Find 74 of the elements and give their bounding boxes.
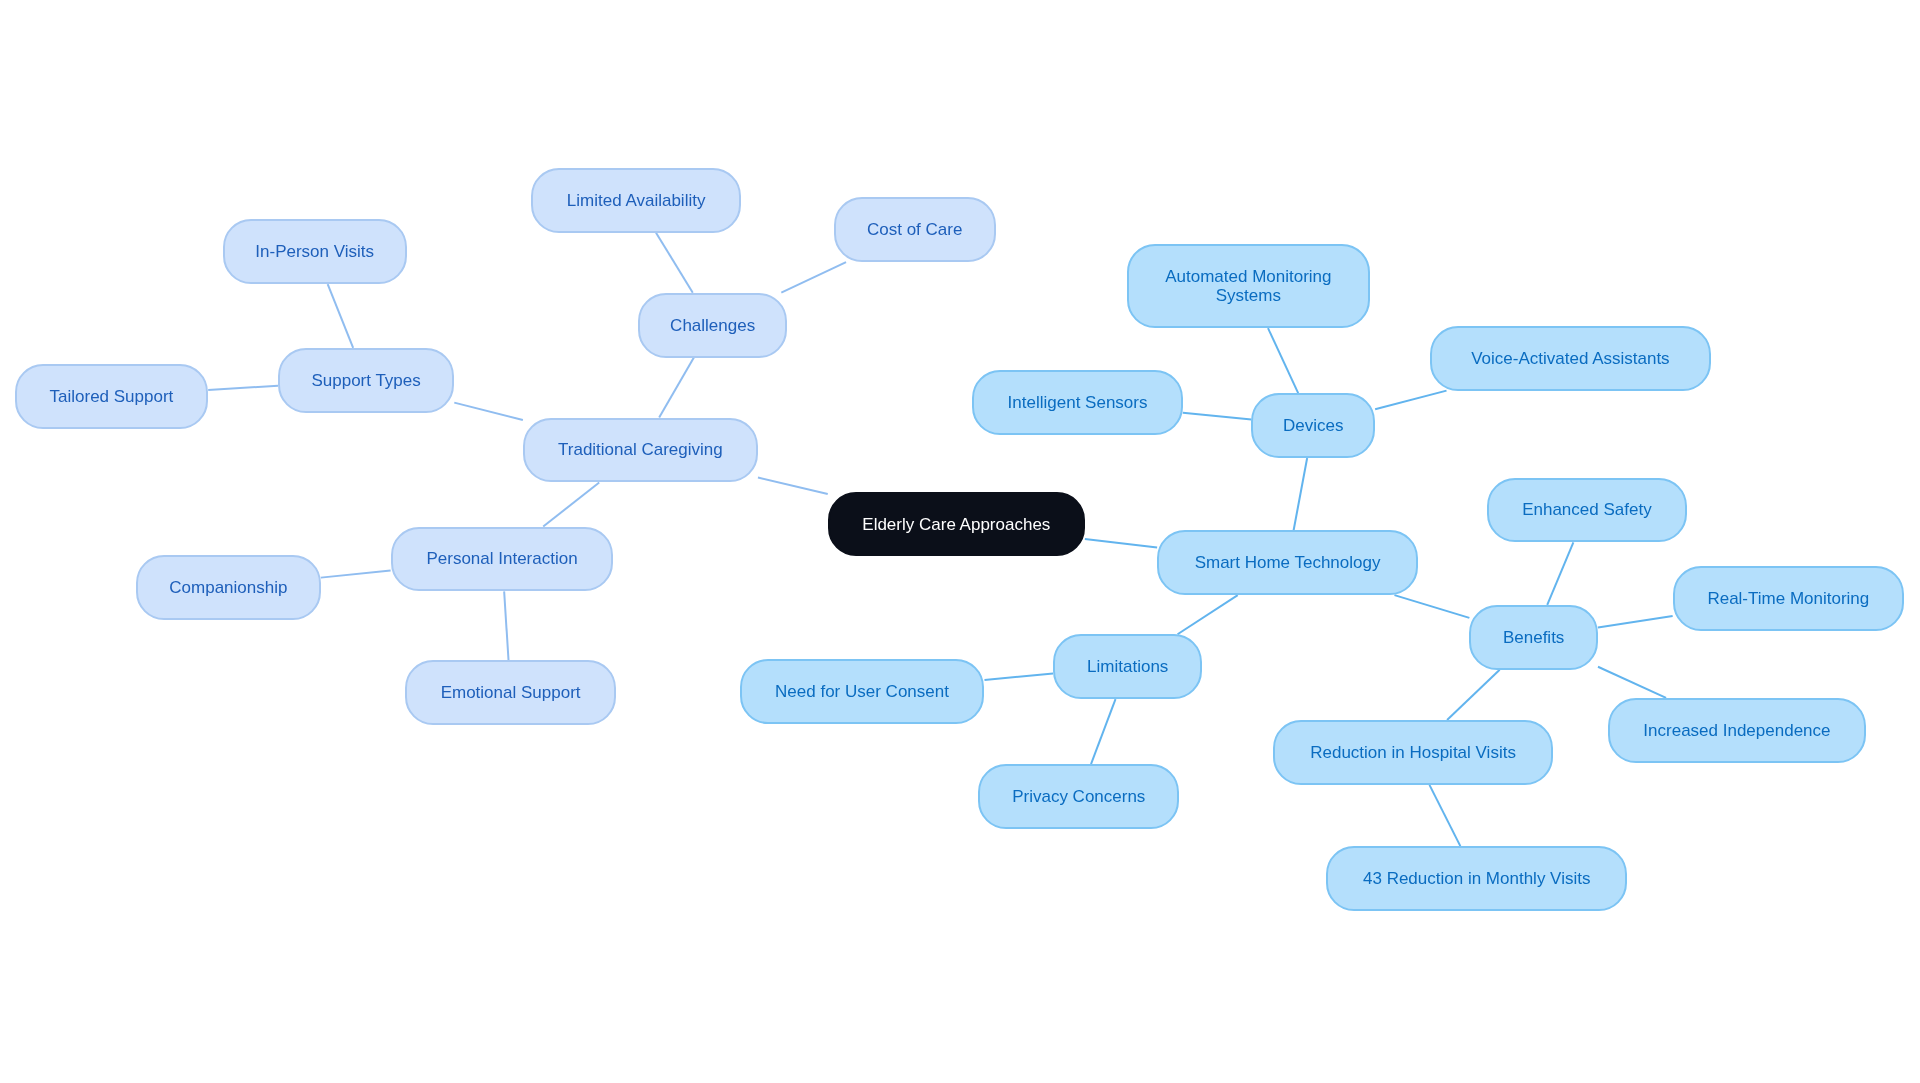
node-label: Real-Time Monitoring — [1707, 588, 1870, 608]
connector-line — [1176, 594, 1239, 636]
connector-line — [453, 401, 524, 422]
topic-node — [1430, 325, 1711, 391]
connector-line — [780, 261, 848, 294]
node-label: 43 Reduction in Monthly Visits — [1363, 869, 1591, 889]
topic-node — [522, 417, 758, 483]
node-label: Cost of Care — [866, 220, 963, 240]
topic-node — [833, 197, 996, 263]
central-topic-node — [827, 492, 1085, 556]
connector-line — [658, 356, 695, 419]
node-label: Devices — [1283, 416, 1344, 435]
node-label: Personal Interaction — [426, 549, 578, 569]
connector-line — [1393, 594, 1471, 619]
node-label: Automated Monitoring Systems — [1164, 266, 1333, 305]
node-label: Challenges — [670, 315, 756, 335]
topic-node — [1251, 393, 1376, 458]
node-label: Tailored Support — [49, 386, 174, 406]
connector-line — [1083, 538, 1159, 549]
topic-node — [1607, 697, 1867, 763]
topic-node — [978, 764, 1180, 829]
connector-line — [1090, 698, 1117, 766]
topic-node — [1469, 604, 1598, 670]
connector-line — [655, 231, 694, 294]
connector-line — [207, 384, 279, 392]
topic-node — [739, 658, 985, 724]
connector-line — [319, 569, 392, 579]
connector-line — [1446, 668, 1501, 721]
node-label: Limited Availability — [566, 190, 706, 210]
node-label: In-Person Visits — [255, 242, 375, 262]
topic-node — [1672, 565, 1905, 631]
node-label: Enhanced Safety — [1522, 500, 1652, 520]
topic-node — [222, 219, 407, 285]
topic-node — [390, 526, 614, 592]
node-label: Need for User Consent — [775, 681, 949, 701]
connector-line — [503, 590, 510, 661]
topic-node — [637, 292, 788, 358]
topic-node — [1326, 846, 1628, 911]
topic-node — [972, 369, 1183, 435]
topic-node — [1157, 530, 1418, 596]
connector-line — [1596, 614, 1674, 629]
topic-node — [135, 554, 321, 620]
connector-line — [1292, 456, 1309, 532]
connector-line — [1596, 665, 1668, 699]
topic-node — [1273, 720, 1553, 785]
node-label: Elderly Care Approaches — [862, 514, 1051, 534]
node-label: Reduction in Hospital Visits — [1310, 742, 1516, 762]
topic-node — [1053, 634, 1203, 700]
node-label: Support Types — [311, 370, 421, 390]
node-label: Limitations — [1087, 657, 1169, 677]
node-label: Voice-Activated Assistants — [1471, 348, 1670, 368]
topic-node — [531, 167, 741, 233]
connector-line — [542, 481, 601, 528]
node-label: Benefits — [1502, 627, 1565, 647]
topic-node — [1126, 243, 1371, 329]
connector-line — [1181, 411, 1253, 421]
topic-node — [277, 347, 455, 413]
node-label: Privacy Concerns — [1012, 787, 1146, 806]
node-label: Smart Home Technology — [1194, 553, 1381, 573]
connector-line — [1428, 783, 1462, 848]
connector-line — [1267, 327, 1300, 395]
topic-node — [14, 363, 209, 429]
node-label: Increased Independence — [1643, 720, 1831, 740]
connector-line — [756, 476, 829, 495]
node-label: Traditional Caregiving — [558, 440, 723, 460]
node-label: Intelligent Sensors — [1007, 392, 1148, 412]
topic-node — [1486, 477, 1688, 543]
connector-line — [1546, 541, 1575, 606]
topic-node — [405, 660, 616, 725]
node-label: Companionship — [169, 577, 288, 597]
connector-line — [1374, 389, 1448, 411]
connector-line — [983, 672, 1055, 681]
node-label: Emotional Support — [440, 682, 581, 702]
connector-line — [326, 283, 355, 349]
